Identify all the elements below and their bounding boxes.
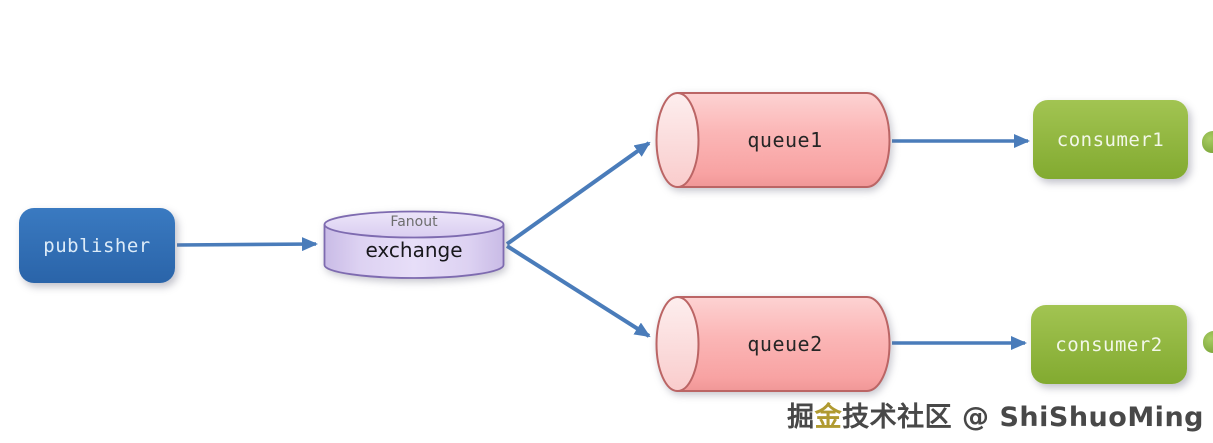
edge-exchange-queue2 (505, 244, 651, 338)
node-consumer2: consumer2 (1031, 305, 1187, 384)
exchange-type-label: Fanout (390, 214, 438, 230)
node-consumer1: consumer1 (1033, 100, 1188, 179)
consumer1-label: consumer1 (1056, 128, 1165, 151)
node-publisher: publisher (19, 208, 175, 283)
consumer2-label: consumer2 (1055, 333, 1163, 356)
watermark-gold-char: 金 (814, 402, 843, 433)
queue1-label: queue1 (747, 128, 823, 152)
queue2-cylinder-shape (655, 296, 891, 392)
sprout-icon (1203, 331, 1213, 353)
publisher-label: publisher (43, 234, 151, 257)
node-exchange: Fanout exchange (322, 210, 506, 280)
queue1-cylinder-shape (655, 92, 891, 188)
watermark: 掘金技术社区 @ ShiShuoMing (787, 395, 1204, 434)
node-queue2: queue2 (654, 295, 894, 393)
edge-exchange-queue1 (505, 141, 651, 246)
queue2-label: queue2 (747, 332, 823, 356)
node-queue1: queue1 (654, 91, 894, 189)
watermark-text: 掘 (787, 402, 815, 433)
watermark-rest: 技术社区 @ ShiShuoMing (842, 402, 1204, 433)
edge-publisher-exchange (176, 237, 318, 252)
sprout-icon (1202, 131, 1213, 153)
exchange-label: exchange (365, 238, 463, 262)
exchange-cylinder-shape (323, 210, 505, 279)
